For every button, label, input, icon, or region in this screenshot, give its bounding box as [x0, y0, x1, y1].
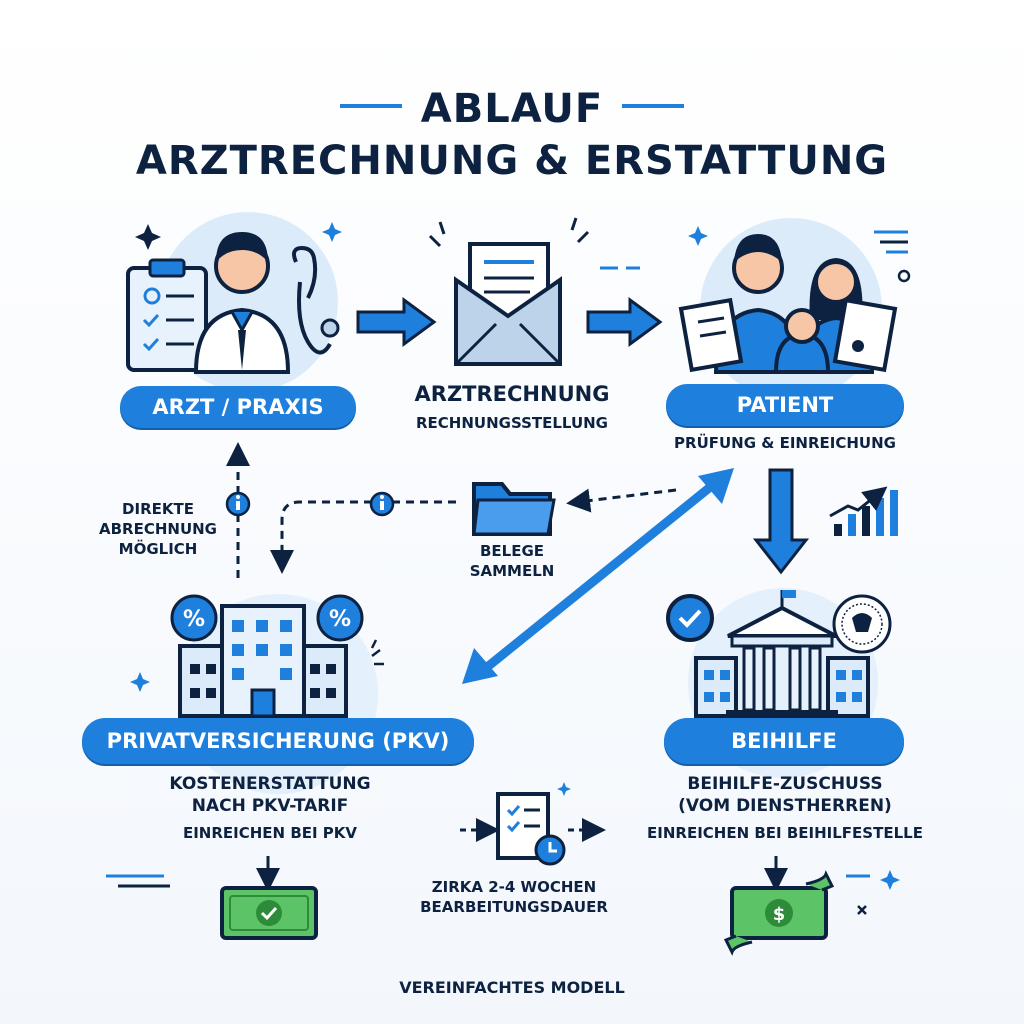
- footer-note: VEREINFACHTES MODELL: [399, 978, 625, 997]
- direkt-line1: DIREKTE: [122, 500, 194, 518]
- bar-chart-icon: [829, 486, 898, 536]
- patient-subtitle: PRÜFUNG & EINREICHUNG: [674, 434, 896, 452]
- beihilfe-line2: (VOM DIENSTHERREN): [678, 796, 892, 816]
- document-clock-icon: [496, 792, 566, 866]
- title-deco-right: [622, 104, 684, 108]
- direkt-line3: MÖGLICH: [118, 540, 198, 558]
- family-icon: [678, 234, 898, 374]
- verified-badge-icon: [666, 594, 714, 642]
- rechnung-title: ARZTRECHNUNG: [414, 382, 610, 406]
- title-deco-left: [340, 104, 402, 108]
- belege-line2: SAMMELN: [469, 562, 555, 580]
- seal-icon: [832, 594, 892, 654]
- dauer-line2: BEARBEITUNGSDAUER: [420, 898, 608, 916]
- patient-label: PATIENT: [666, 384, 904, 426]
- clipboard-icon: [126, 258, 208, 372]
- info-icon-left: [225, 491, 251, 517]
- money-check-icon: [220, 886, 318, 940]
- percent-bubble-right-icon: %: [316, 594, 364, 642]
- arzt-label: ARZT / PRAXIS: [120, 386, 356, 428]
- money-dollar-icon: $: [723, 870, 835, 956]
- page-subtitle: ARZTRECHNUNG & ERSTATTUNG: [135, 138, 889, 184]
- info-icon-mid: [369, 491, 395, 517]
- doctor-icon: [193, 232, 340, 374]
- pkv-line1: KOSTENERSTATTUNG: [169, 774, 371, 794]
- pkv-line3: EINREICHEN BEI PKV: [182, 824, 358, 842]
- rechnung-subtitle: RECHNUNGSSTELLUNG: [416, 414, 608, 432]
- envelope-icon: [454, 242, 562, 366]
- percent-bubble-left-icon: %: [170, 594, 218, 642]
- beihilfe-line1: BEIHILFE-ZUSCHUSS: [687, 774, 883, 794]
- folder-icon: [472, 482, 556, 536]
- belege-line1: BELEGE: [479, 542, 545, 560]
- svg-text:$: $: [773, 904, 786, 925]
- pkv-line2: NACH PKV-TARIF: [191, 796, 349, 816]
- insurance-building-icon: [178, 604, 348, 718]
- dauer-line1: ZIRKA 2-4 WOCHEN: [431, 878, 597, 896]
- page-title: ABLAUF: [420, 86, 604, 132]
- beihilfe-label: BEIHILFE: [664, 718, 904, 764]
- svg-text:%: %: [183, 607, 205, 632]
- direkt-line2: ABRECHNUNG: [98, 520, 217, 538]
- svg-text:%: %: [329, 607, 351, 632]
- beihilfe-line3: EINREICHEN BEI BEIHILFESTELLE: [647, 824, 923, 842]
- government-building-icon: [694, 590, 870, 718]
- pkv-label: PRIVATVERSICHERUNG (PKV): [82, 718, 474, 764]
